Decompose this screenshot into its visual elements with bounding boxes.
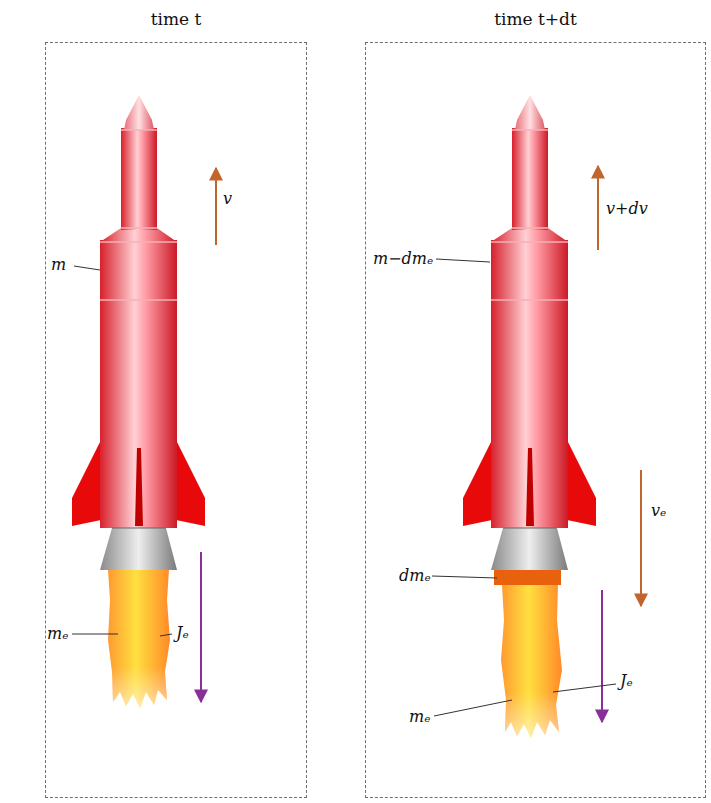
exhaust-velocity-label: vₑ	[650, 502, 667, 520]
mass-label: m−dmₑ	[372, 250, 434, 268]
mass-label: m	[50, 256, 67, 274]
momentum-flux-label: Jₑ	[619, 672, 634, 690]
time-panel: time t	[45, 42, 307, 798]
panel-heading: time t	[46, 9, 306, 29]
panel-heading: time t+dt	[366, 9, 705, 29]
ejected-mass-label: dmₑ	[398, 567, 432, 585]
momentum-flux-label: Jₑ	[175, 624, 190, 642]
velocity-label: v+dv	[605, 200, 649, 218]
time-panel: time t+dt	[365, 42, 706, 798]
exhaust-mass-label: mₑ	[46, 625, 69, 643]
exhaust-mass-label: mₑ	[408, 708, 431, 726]
velocity-label: v	[222, 190, 233, 208]
